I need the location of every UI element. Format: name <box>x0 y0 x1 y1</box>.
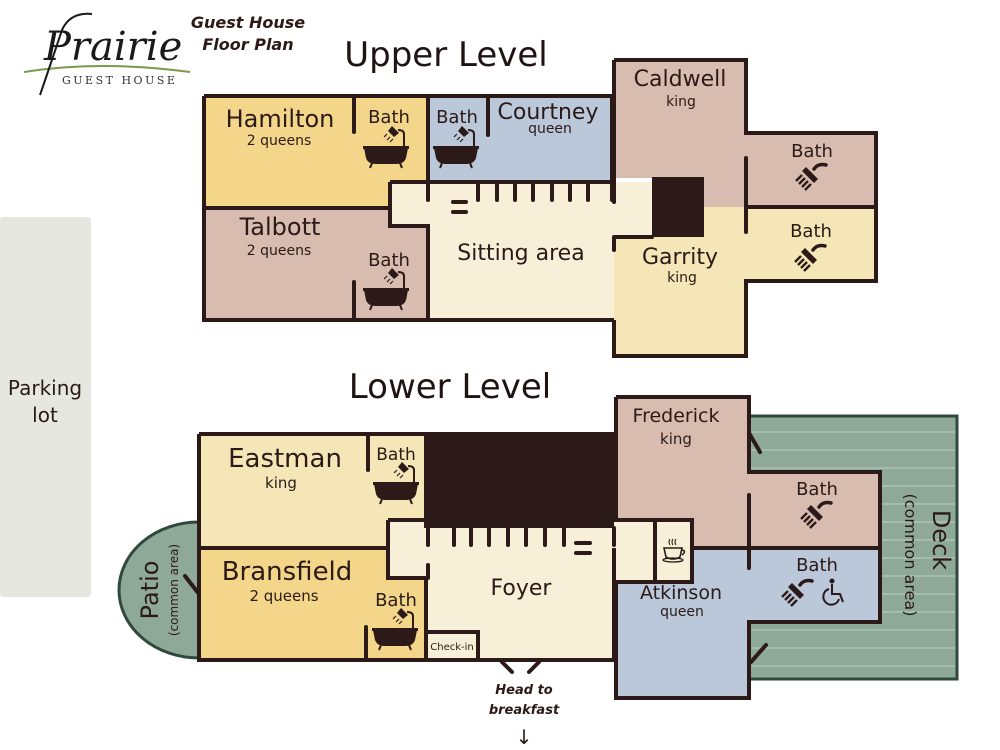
exit-label-line1: Head to <box>495 683 553 698</box>
foyer-label: Foyer <box>491 576 553 601</box>
caldwell-bed: king <box>666 94 696 110</box>
parking-label-line1: Parking <box>8 376 82 400</box>
upper-stairwell <box>652 177 704 237</box>
bransfield-bath-label: Bath <box>375 590 417 611</box>
logo-p-stroke <box>39 12 93 96</box>
frederick-bath-label: Bath <box>796 479 838 500</box>
exit-label-line2: breakfast <box>489 703 560 718</box>
deck-sublabel: (common area) <box>901 494 920 617</box>
lower-level: Deck (common area) Patio (common area) <box>117 395 959 749</box>
courtney-bath-label: Bath <box>436 107 478 128</box>
bransfield-bed: 2 queens <box>249 587 318 605</box>
logo-subtitle: GUEST HOUSE <box>62 74 177 87</box>
parking-label-line2: lot <box>32 403 58 427</box>
deck-label: Deck <box>927 510 955 570</box>
hamilton-bed: 2 queens <box>247 133 312 149</box>
coffee-station[interactable] <box>655 520 692 582</box>
check-in-label[interactable]: Check-in <box>430 642 474 653</box>
frederick-name: Frederick <box>633 405 720 427</box>
plan-title-line1: Guest House <box>191 13 305 32</box>
atkinson-bed: queen <box>660 604 704 620</box>
room-bransfield[interactable] <box>199 548 426 660</box>
hamilton-name: Hamilton <box>226 105 335 133</box>
lower-corridor-doors <box>426 526 616 580</box>
upper-level: Hamilton 2 queens Bath Courtney queen Ba… <box>202 58 878 358</box>
frederick-bed: king <box>660 430 692 448</box>
talbott-bed: 2 queens <box>247 243 312 259</box>
logo-swoosh <box>23 65 191 73</box>
patio[interactable]: Patio (common area) <box>117 520 201 660</box>
courtney-name: Courtney <box>498 100 599 125</box>
garrity-bath-label: Bath <box>790 221 832 242</box>
caldwell-name: Caldwell <box>634 67 727 92</box>
patio-label: Patio <box>136 561 164 620</box>
logo-name: Prairie <box>43 24 182 70</box>
atkinson-bath-label: Bath <box>796 555 838 576</box>
upper-corridor-doors <box>426 180 616 252</box>
courtney-bed: queen <box>528 121 572 137</box>
lower-level-title: Lower Level <box>349 367 551 407</box>
talbott-name: Talbott <box>239 213 321 241</box>
eastman-bath-label: Bath <box>376 445 416 465</box>
garrity-bed: king <box>667 270 697 286</box>
down-arrow-icon: ↓ <box>516 725 533 749</box>
eastman-name: Eastman <box>228 444 342 474</box>
patio-sublabel: (common area) <box>167 544 181 636</box>
atkinson-name: Atkinson <box>640 582 722 604</box>
room-hamilton[interactable] <box>204 96 428 208</box>
hamilton-bath-label: Bath <box>368 107 410 128</box>
wheelchair-accessible-icon <box>822 578 844 606</box>
plan-title-line2: Floor Plan <box>202 35 293 54</box>
coffee-cup-icon <box>662 538 686 563</box>
bransfield-name: Bransfield <box>222 557 353 587</box>
caldwell-bath-label: Bath <box>791 141 833 162</box>
sitting-area[interactable] <box>390 182 652 320</box>
logo: Prairie GUEST HOUSE <box>23 12 191 96</box>
talbott-bath-label: Bath <box>368 250 410 271</box>
garrity-name: Garrity <box>642 245 718 270</box>
sitting-area-label: Sitting area <box>457 241 584 266</box>
parking-lot: Parking lot <box>0 217 91 597</box>
eastman-bed: king <box>265 474 297 492</box>
breakfast-exit[interactable]: Head to breakfast ↓ <box>489 683 560 749</box>
upper-level-title: Upper Level <box>344 35 548 75</box>
lower-stairwell <box>424 432 614 528</box>
